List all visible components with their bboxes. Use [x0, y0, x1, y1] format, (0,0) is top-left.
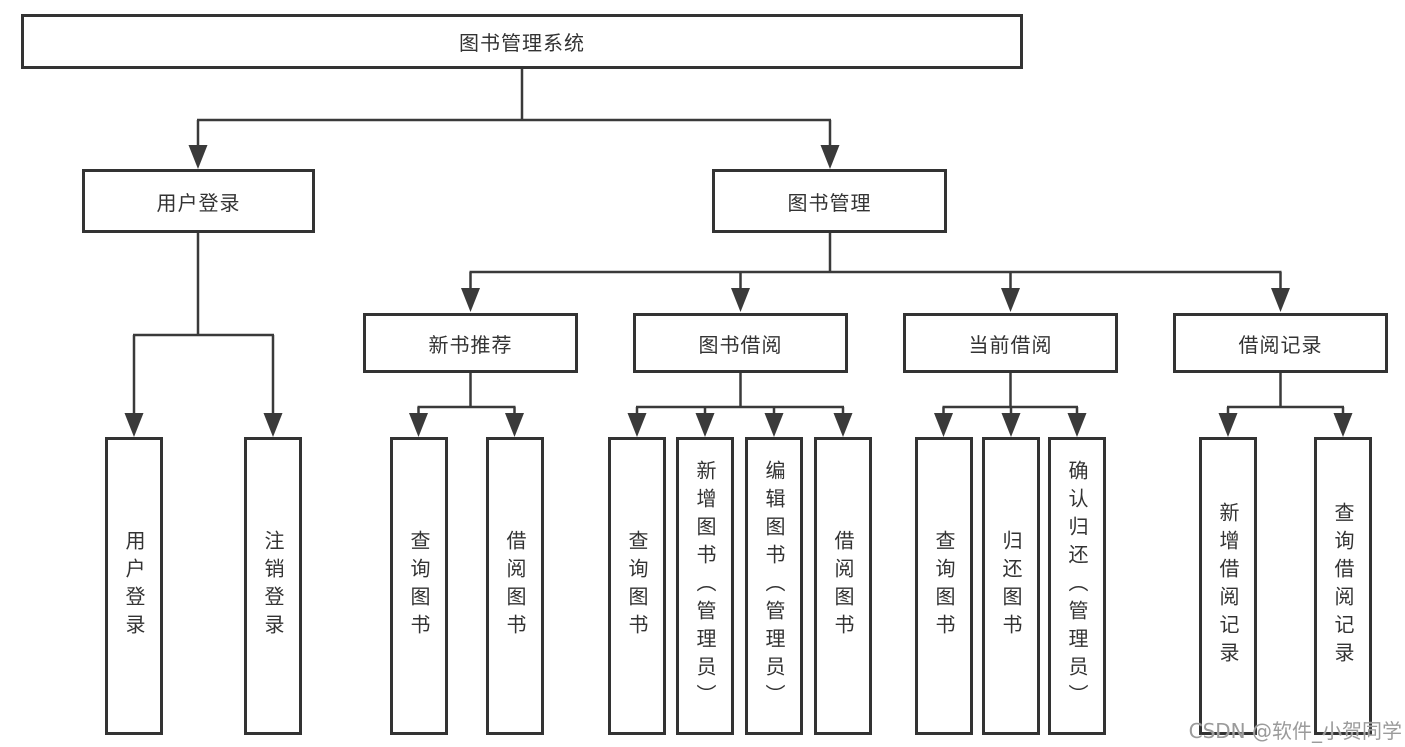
node-label: 查询借阅记录 — [1331, 502, 1355, 670]
leaf-bw-edit-books-admin: 编辑图书（管理员） — [745, 437, 803, 735]
node-current-borrow: 当前借阅 — [903, 313, 1118, 373]
node-label: 图书管理系统 — [459, 31, 585, 55]
leaf-bw-add-books-admin: 新增图书（管理员） — [676, 437, 734, 735]
node-label: 新书推荐 — [428, 332, 513, 357]
leaf-bw-query-books: 查询图书 — [608, 437, 666, 735]
leaf-nb-query-books: 查询图书 — [390, 437, 448, 735]
node-label: 用户登录 — [156, 190, 241, 215]
connector-lines — [132, 68, 1345, 418]
node-label: 查询图书 — [932, 530, 956, 642]
arrowheads — [124, 145, 1353, 437]
leaf-user-login: 用户登录 — [105, 437, 163, 735]
node-label: 注销登录 — [261, 530, 285, 642]
node-label: 当前借阅 — [968, 332, 1053, 357]
node-label: 查询图书 — [625, 530, 649, 642]
node-label: 图书借阅 — [698, 332, 783, 357]
leaf-bw-borrow-books: 借阅图书 — [814, 437, 872, 735]
node-label: 确认归还（管理员） — [1065, 460, 1089, 712]
node-label: 查询图书 — [407, 530, 431, 642]
node-label: 新增图书（管理员） — [693, 460, 717, 712]
node-label: 借阅图书 — [503, 530, 527, 642]
leaf-cur-return-books: 归还图书 — [982, 437, 1040, 735]
node-label: 归还图书 — [999, 530, 1023, 642]
leaf-logout: 注销登录 — [244, 437, 302, 735]
node-borrow-records: 借阅记录 — [1173, 313, 1388, 373]
leaf-cur-query-books: 查询图书 — [915, 437, 973, 735]
node-label: 图书管理 — [787, 190, 872, 215]
leaf-cur-confirm-return-admin: 确认归还（管理员） — [1048, 437, 1106, 735]
node-label: 借阅图书 — [831, 530, 855, 642]
leaf-nb-borrow-books: 借阅图书 — [486, 437, 544, 735]
node-label: 新增借阅记录 — [1216, 502, 1240, 670]
node-book-borrow: 图书借阅 — [633, 313, 848, 373]
node-label: 借阅记录 — [1238, 332, 1323, 357]
node-user-login: 用户登录 — [82, 169, 315, 233]
node-new-book-recommend: 新书推荐 — [363, 313, 578, 373]
node-label: 用户登录 — [122, 530, 146, 642]
leaf-rec-add-record: 新增借阅记录 — [1199, 437, 1257, 735]
node-label: 编辑图书（管理员） — [762, 460, 786, 712]
node-library-management-system: 图书管理系统 — [21, 14, 1023, 69]
leaf-rec-query-record: 查询借阅记录 — [1314, 437, 1372, 735]
csdn-watermark: CSDN @软件_小贺同学 — [1188, 719, 1402, 743]
node-book-management: 图书管理 — [712, 169, 947, 233]
